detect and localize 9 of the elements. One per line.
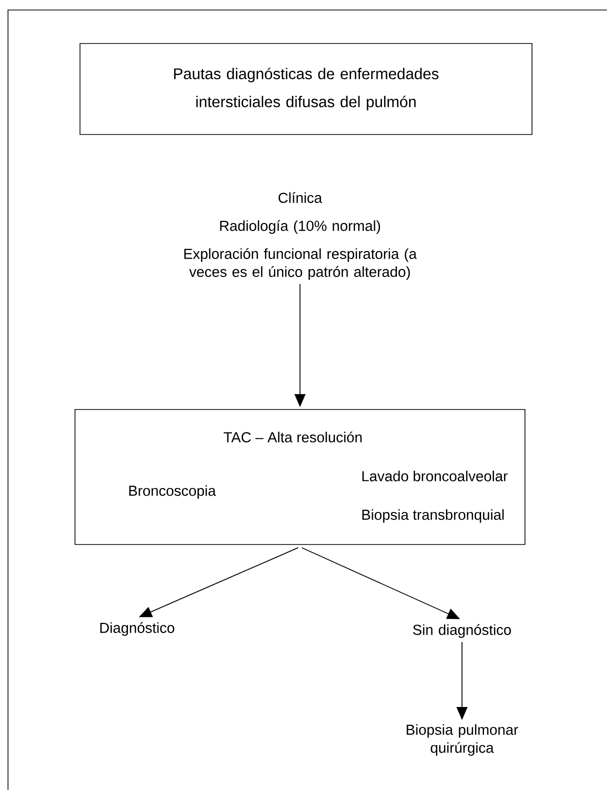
box-text: TAC – Alta resolución: [224, 432, 362, 442]
node-text: Diagnóstico: [100, 622, 174, 636]
title-box: Pautas diagnósticas de enfermedades intersticiales difusas del pulmón: [80, 43, 532, 135]
box-text: Lavado broncoalveolar: [362, 470, 508, 482]
box-text: Biopsia transbronquial: [362, 509, 504, 523]
node-text: Clínica Radiología (10% normal) Exploración funcional respiratoria (a veces es el único patrón alterado): [184, 192, 417, 280]
node-text: Sin diagnóstico: [413, 624, 511, 638]
node-text: Biopsia pulmonar quirúrgica: [406, 724, 518, 756]
box-text: Broncoscopia: [129, 485, 216, 499]
